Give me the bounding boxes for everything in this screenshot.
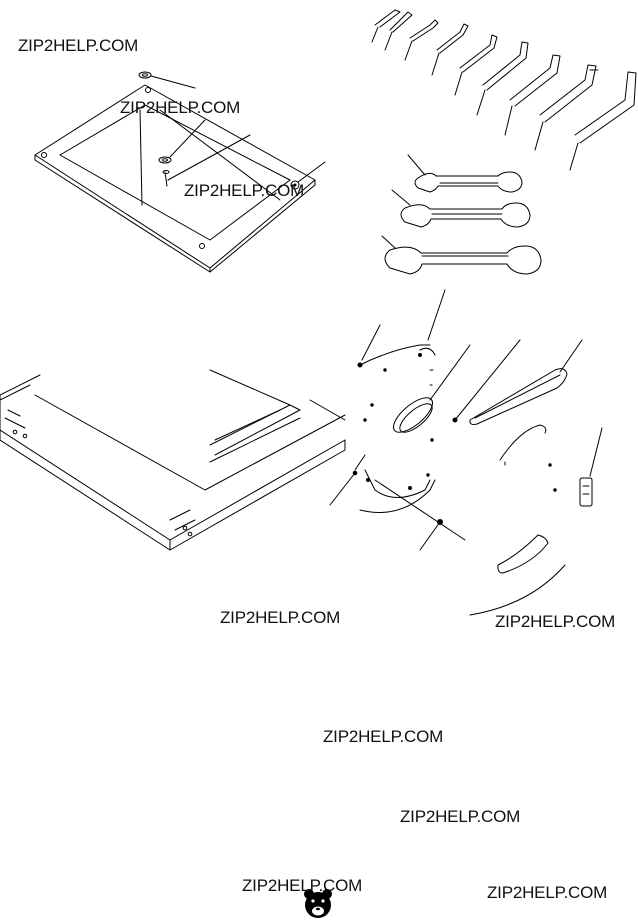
watermark-text: ZIP2HELP.COM: [242, 876, 363, 895]
watermark-text: ZIP2HELP.COM: [400, 807, 521, 826]
blade-guard-assembly: [329, 289, 603, 616]
bear-logo-icon: [304, 889, 332, 918]
watermark-text: ZIP2HELP.COM: [487, 883, 608, 902]
wrench-set: [381, 154, 542, 275]
table-insert-plate: [34, 71, 326, 273]
watermark-text: ZIP2HELP.COM: [220, 608, 341, 627]
watermark-text: ZIP2HELP.COM: [495, 612, 616, 631]
watermark-text: ZIP2HELP.COM: [323, 727, 444, 746]
watermark-text: ZIP2HELP.COM: [184, 181, 305, 200]
hex-key-set: [371, 9, 637, 171]
extension-table: [0, 369, 346, 551]
watermark-text: ZIP2HELP.COM: [18, 36, 139, 55]
watermark-text: ZIP2HELP.COM: [120, 98, 241, 117]
